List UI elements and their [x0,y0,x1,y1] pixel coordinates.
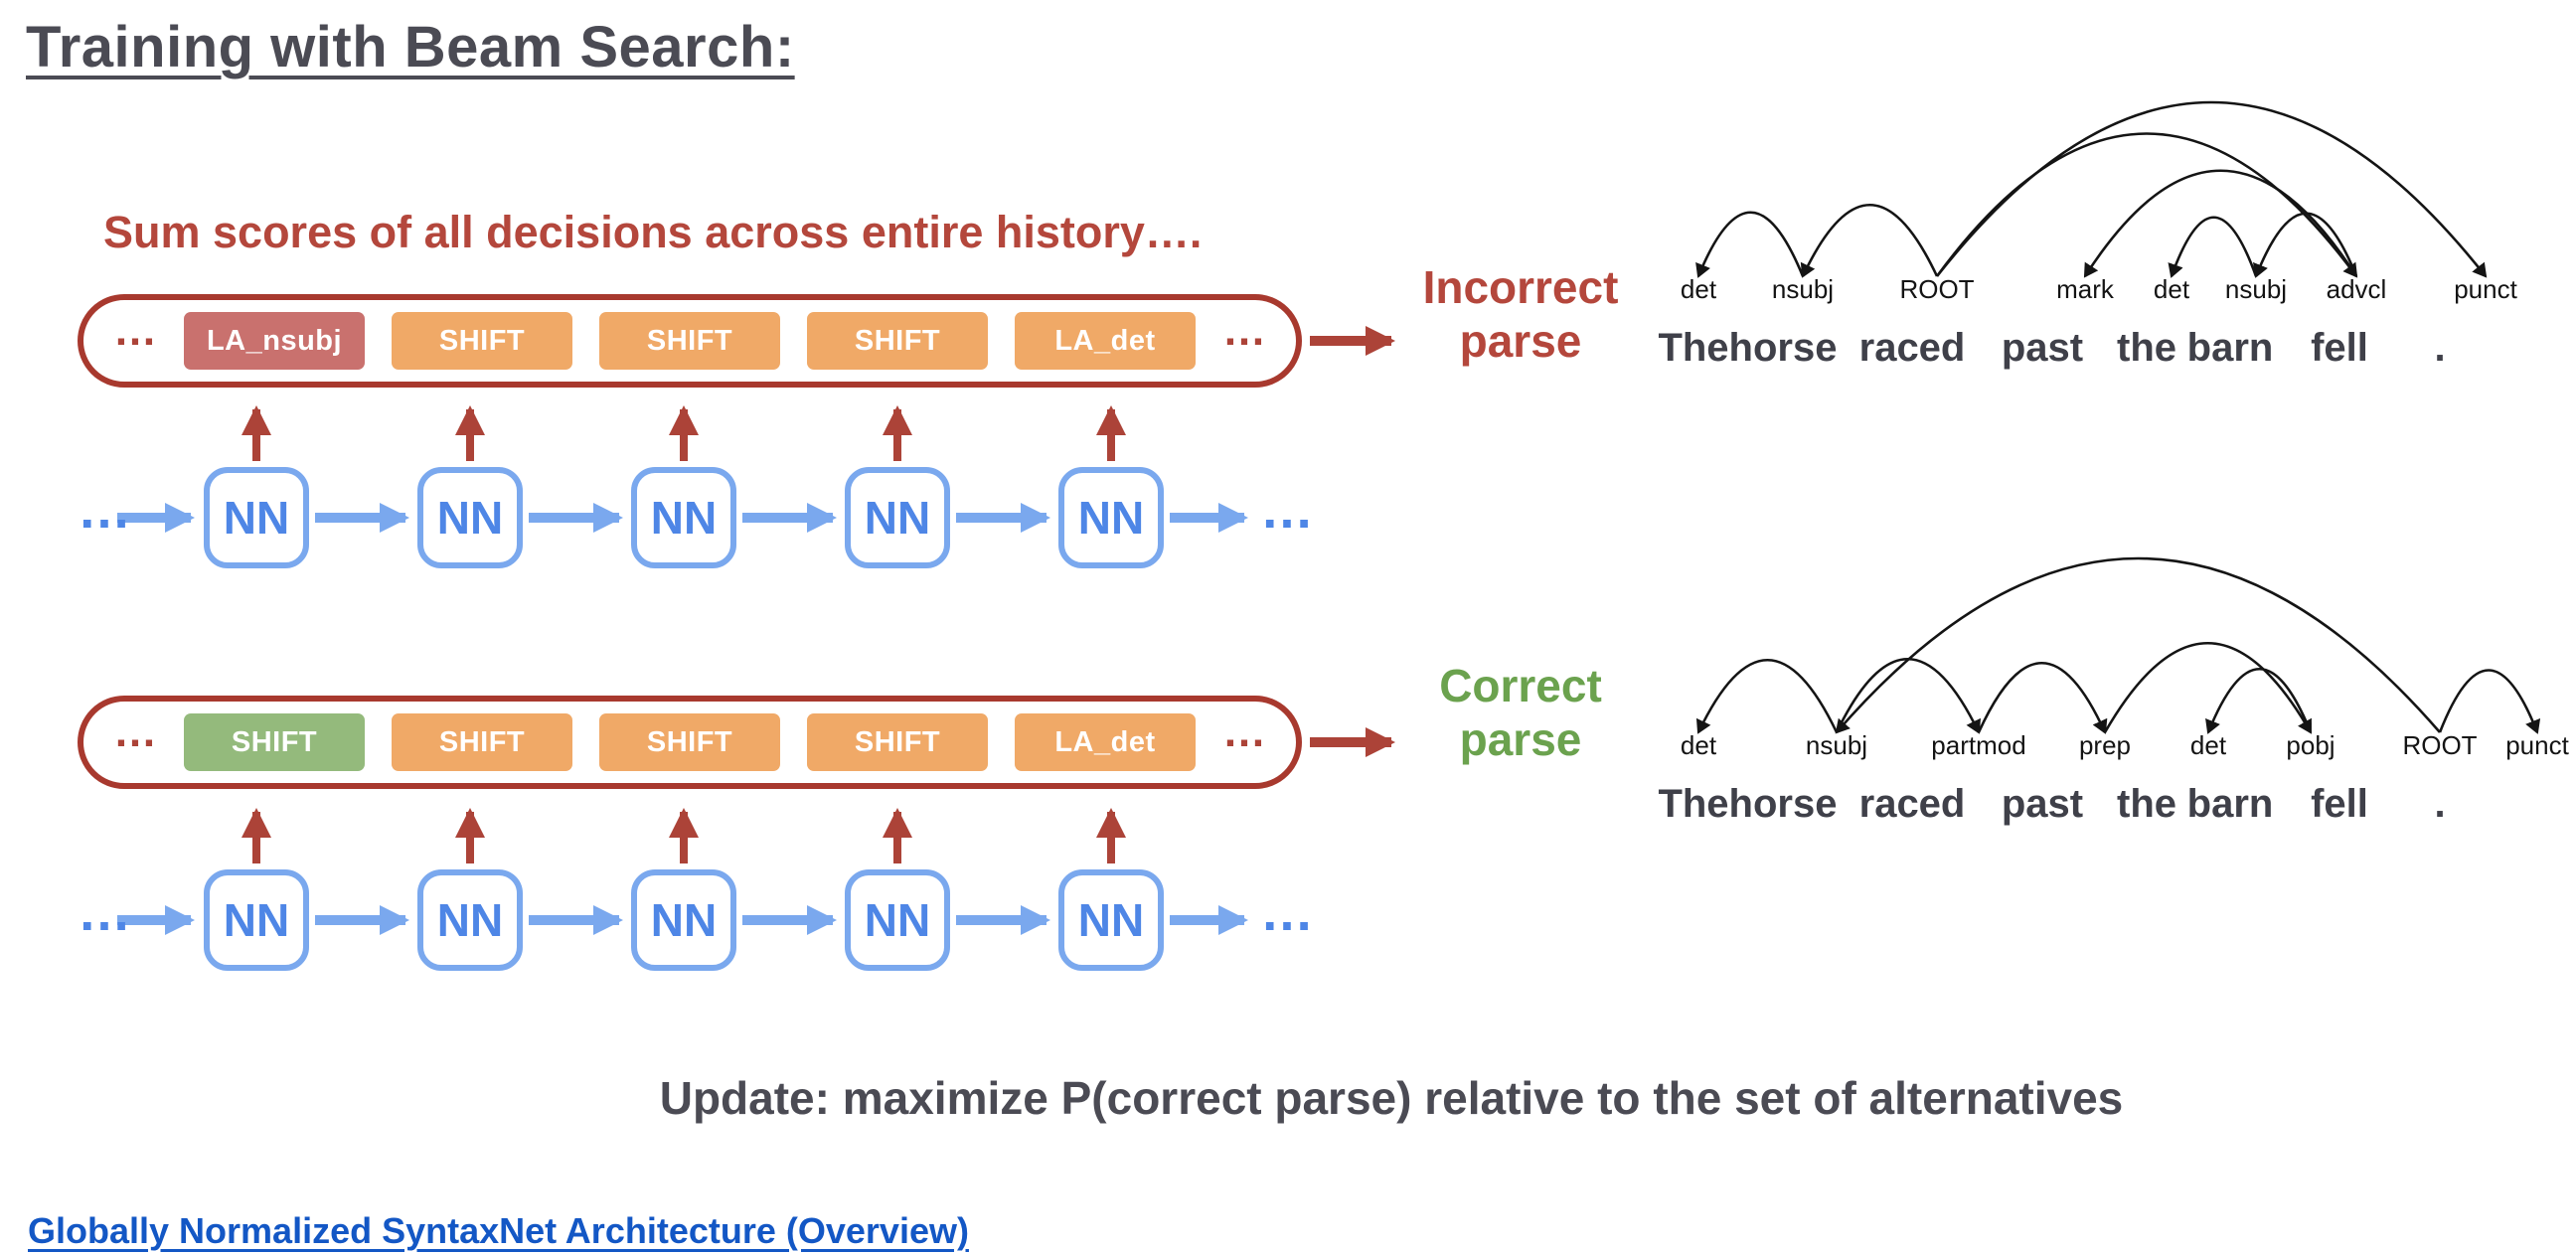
nn-box: NN [204,467,309,568]
dep-label: det [2190,730,2227,760]
nn-box: NN [417,869,523,971]
dep-arc-det [2205,668,2313,734]
footer-link[interactable]: Globally Normalized SyntaxNet Architectu… [28,1210,969,1251]
word: past [2002,782,2083,826]
dependency-labels: det nsubj ROOT mark det nsubj advcl punc… [1681,274,2518,304]
word: The [1658,782,1728,826]
action-shift: SHIFT [807,312,988,370]
word: raced [1859,782,1966,826]
action-shift: SHIFT [599,312,780,370]
dependency-arcs [1695,100,2488,278]
dep-arc-nsubj [2253,212,2358,278]
ellipsis-left: … [113,707,157,756]
ellipsis-right: … [1222,707,1266,756]
score-up-arrows-incorrect [242,405,1126,461]
result-label-correct: Correct parse [1439,660,1602,766]
dep-label: det [1681,730,1717,760]
nn-box: NN [1058,467,1164,568]
nn-box: NN [845,869,950,971]
dep-arc-prep [1977,661,2108,734]
dep-arc-advcl [1935,132,2358,278]
dep-label: mark [2056,274,2115,304]
dep-label: det [2154,274,2190,304]
dep-arc-nsubj [1800,204,1939,278]
dep-label: partmod [1931,730,2025,760]
dep-label: ROOT [1899,274,1974,304]
word: horse [1729,326,1838,370]
word: The [1658,326,1728,370]
dependency-labels: det nsubj partmod prep det pobj ROOT pun… [1681,730,2570,760]
dependency-parse-incorrect: det nsubj ROOT mark det nsubj advcl punc… [1658,100,2518,370]
ellipsis: … [1260,480,1314,540]
dep-label: nsubj [2225,274,2287,304]
dep-label: nsubj [1806,730,1867,760]
ellipsis-right: … [1222,306,1266,355]
score-up-arrows-correct [242,808,1126,863]
word: horse [1729,782,1838,826]
nn-box: NN [631,467,736,568]
word: fell [2311,326,2368,370]
dep-arc-pobj [2103,642,2313,734]
dep-label: det [1681,274,1717,304]
dep-label: pobj [2286,730,2334,760]
dep-label: punct [2454,274,2517,304]
dep-arc-punct [2438,669,2541,734]
dependency-arcs [1695,556,2541,734]
word: the [2117,326,2176,370]
dep-arc-det [1695,211,1805,278]
subtitle: Sum scores of all decisions across entir… [103,207,1203,257]
result-label-incorrect: Incorrect parse [1422,261,1619,368]
nn-box: NN [204,869,309,971]
nn-box: NN [417,467,523,568]
word: barn [2187,326,2274,370]
dep-arc-punct [1935,100,2488,278]
ellipsis: … [1260,882,1314,942]
word: . [2434,326,2445,370]
nn-box: NN [631,869,736,971]
word: the [2117,782,2176,826]
dep-label: prep [2079,730,2131,760]
action-la-nsubj: LA_nsubj [184,312,365,370]
action-sequence-correct: … SHIFT SHIFT SHIFT SHIFT LA_det … [78,696,1302,789]
sentence-words: The horse raced past the barn fell . [1658,326,2445,370]
ellipsis: … [78,480,131,540]
nn-box: NN [1058,869,1164,971]
dep-arc-det [1695,659,1839,734]
word: past [2002,326,2083,370]
dep-label: ROOT [2402,730,2477,760]
page-title: Training with Beam Search: [26,15,795,79]
ellipsis: … [78,882,131,942]
action-sequence-incorrect: … LA_nsubj SHIFT SHIFT SHIFT LA_det … [78,294,1302,388]
dependency-parse-correct: det nsubj partmod prep det pobj ROOT pun… [1658,556,2570,826]
action-la-det: LA_det [1015,312,1196,370]
sentence-words: The horse raced past the barn fell . [1658,782,2445,826]
action-shift-correct: SHIFT [184,713,365,771]
action-shift: SHIFT [392,713,572,771]
dep-label: nsubj [1772,274,1834,304]
action-shift: SHIFT [599,713,780,771]
update-statement: Update: maximize P(correct parse) relati… [659,1072,2124,1124]
word: raced [1859,326,1966,370]
dep-arc-mark [2083,169,2358,278]
dep-arc-partmod [1835,658,1981,734]
dep-arc-nsubj [1835,556,2441,734]
action-shift: SHIFT [392,312,572,370]
action-la-det: LA_det [1015,713,1196,771]
word: fell [2311,782,2368,826]
word: barn [2187,782,2274,826]
dep-label: advcl [2327,274,2387,304]
ellipsis-left: … [113,306,157,355]
dep-label: punct [2505,730,2569,760]
word: . [2434,782,2445,826]
dep-arc-det [2168,216,2258,278]
nn-box: NN [845,467,950,568]
action-shift: SHIFT [807,713,988,771]
